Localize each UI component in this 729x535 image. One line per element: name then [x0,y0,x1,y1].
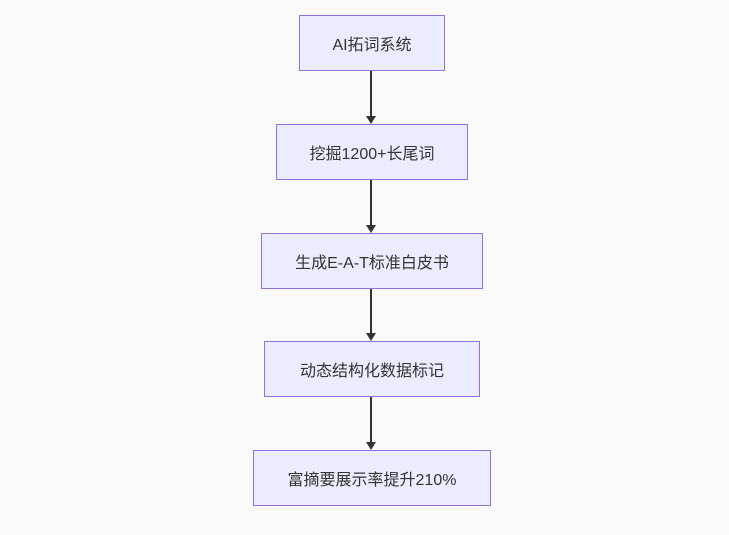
flow-node-rich-snippet-result: 富摘要展示率提升210% [253,450,491,506]
flow-arrow-b-c [366,180,376,233]
arrow-line [370,289,372,335]
flow-node-structured-data-markup: 动态结构化数据标记 [264,341,480,397]
arrow-head-icon [366,225,376,233]
flow-node-label: 生成E-A-T标准白皮书 [295,255,449,272]
flow-node-label: 富摘要展示率提升210% [287,472,457,489]
arrow-head-icon [366,116,376,124]
flow-node-label: 动态结构化数据标记 [299,363,444,380]
arrow-line [370,397,372,444]
flow-arrow-a-b [366,71,376,124]
arrow-line [370,180,372,227]
flow-node-label: AI拓词系统 [332,37,412,54]
flow-arrow-c-d [366,289,376,341]
flow-arrow-d-e [366,397,376,450]
flow-node-longtail-mining: 挖掘1200+长尾词 [276,124,468,180]
flow-node-label: 挖掘1200+长尾词 [309,146,435,163]
arrow-head-icon [366,442,376,450]
flow-node-ai-word-expansion: AI拓词系统 [299,15,445,71]
arrow-line [370,71,372,118]
arrow-head-icon [366,333,376,341]
flow-node-eat-whitepaper: 生成E-A-T标准白皮书 [261,233,483,289]
